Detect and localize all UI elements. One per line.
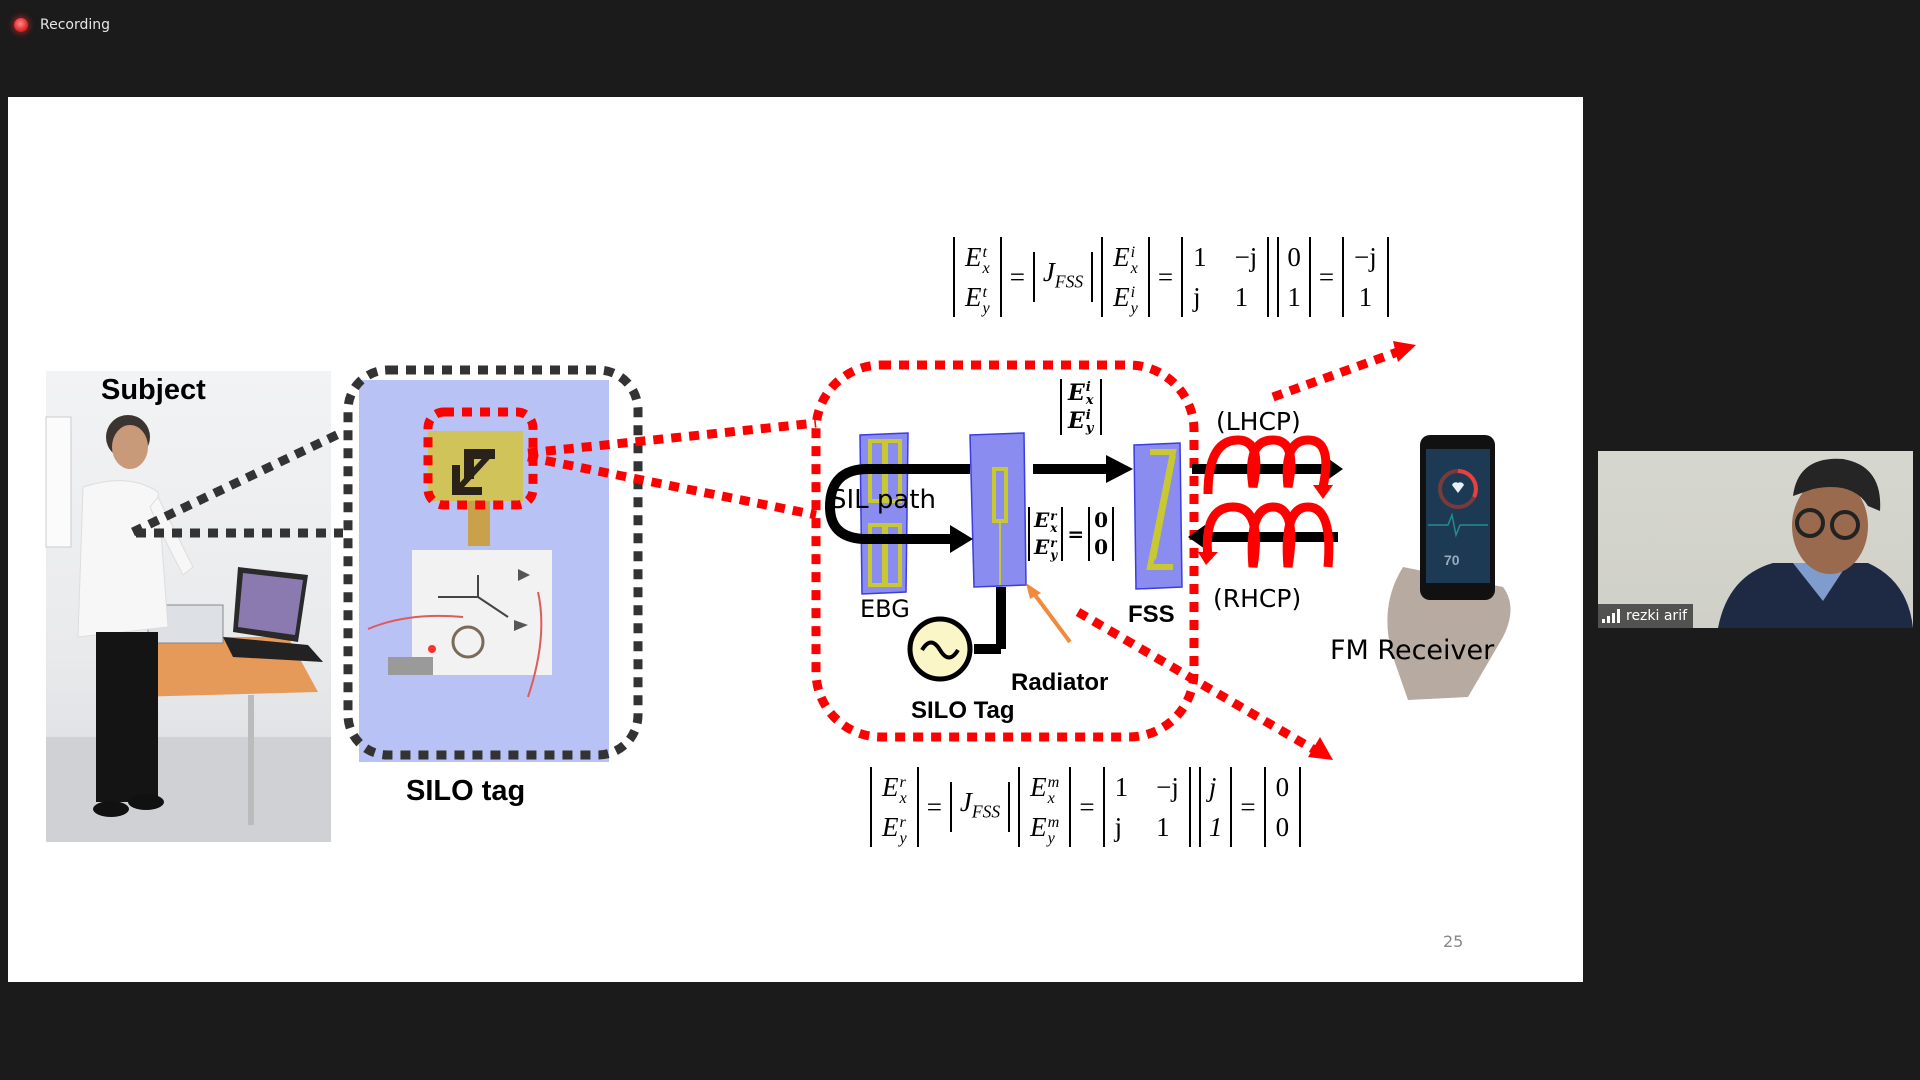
arrow-head-down <box>1308 737 1333 760</box>
fss-block <box>1133 442 1183 590</box>
slide-page-number: 25 <box>1443 932 1464 951</box>
sil-path-arrows <box>824 464 1108 654</box>
radiator-pointer-arrow <box>1030 589 1072 644</box>
recording-label: Recording <box>40 17 111 33</box>
red-dashed-connectors <box>527 345 1408 756</box>
silo-tag-photo <box>359 380 609 762</box>
rhcp-label: (RHCP) <box>1213 584 1302 613</box>
signal-bars-icon <box>1602 609 1620 623</box>
subject-photo <box>45 371 331 842</box>
dark-dashed-connectors <box>131 365 643 760</box>
radiator-block <box>969 432 1027 588</box>
incident-arrow-head <box>1106 455 1133 483</box>
slide-graphics <box>45 341 1511 842</box>
subject-label: Subject <box>101 374 206 406</box>
sil-path-label: SIL path <box>830 485 937 515</box>
lhcp-wave <box>1192 435 1343 499</box>
silo-tag-diagram-label: SILO Tag <box>911 697 1015 724</box>
arrow-head-up <box>1393 341 1416 362</box>
fm-receiver-phone <box>1387 435 1511 700</box>
participant-name-tag: rezki arif <box>1598 604 1694 628</box>
participant-name: rezki arif <box>1626 608 1688 624</box>
oscillator-source-icon <box>907 616 973 682</box>
radiator-label: Radiator <box>1011 669 1109 696</box>
fm-receiver-label: FM Receiver <box>1330 635 1495 666</box>
lhcp-label: (LHCP) <box>1216 407 1301 436</box>
participant-video[interactable]: rezki arif <box>1598 451 1913 628</box>
fss-label: FSS <box>1128 601 1175 628</box>
recording-dot-icon <box>14 18 28 32</box>
sil-arrow-head <box>950 525 973 553</box>
ebg-label: EBG <box>860 595 910 623</box>
silo-tag-label: SILO tag <box>406 775 526 807</box>
phone-heart-rate: 70 <box>1444 552 1460 568</box>
rhcp-wave <box>1188 502 1338 568</box>
participant-video-frame <box>1718 458 1913 628</box>
presentation-slide: Subject SILO tag SIL path EBG FSS Radiat… <box>8 97 1583 982</box>
recording-indicator[interactable]: Recording <box>14 14 110 36</box>
